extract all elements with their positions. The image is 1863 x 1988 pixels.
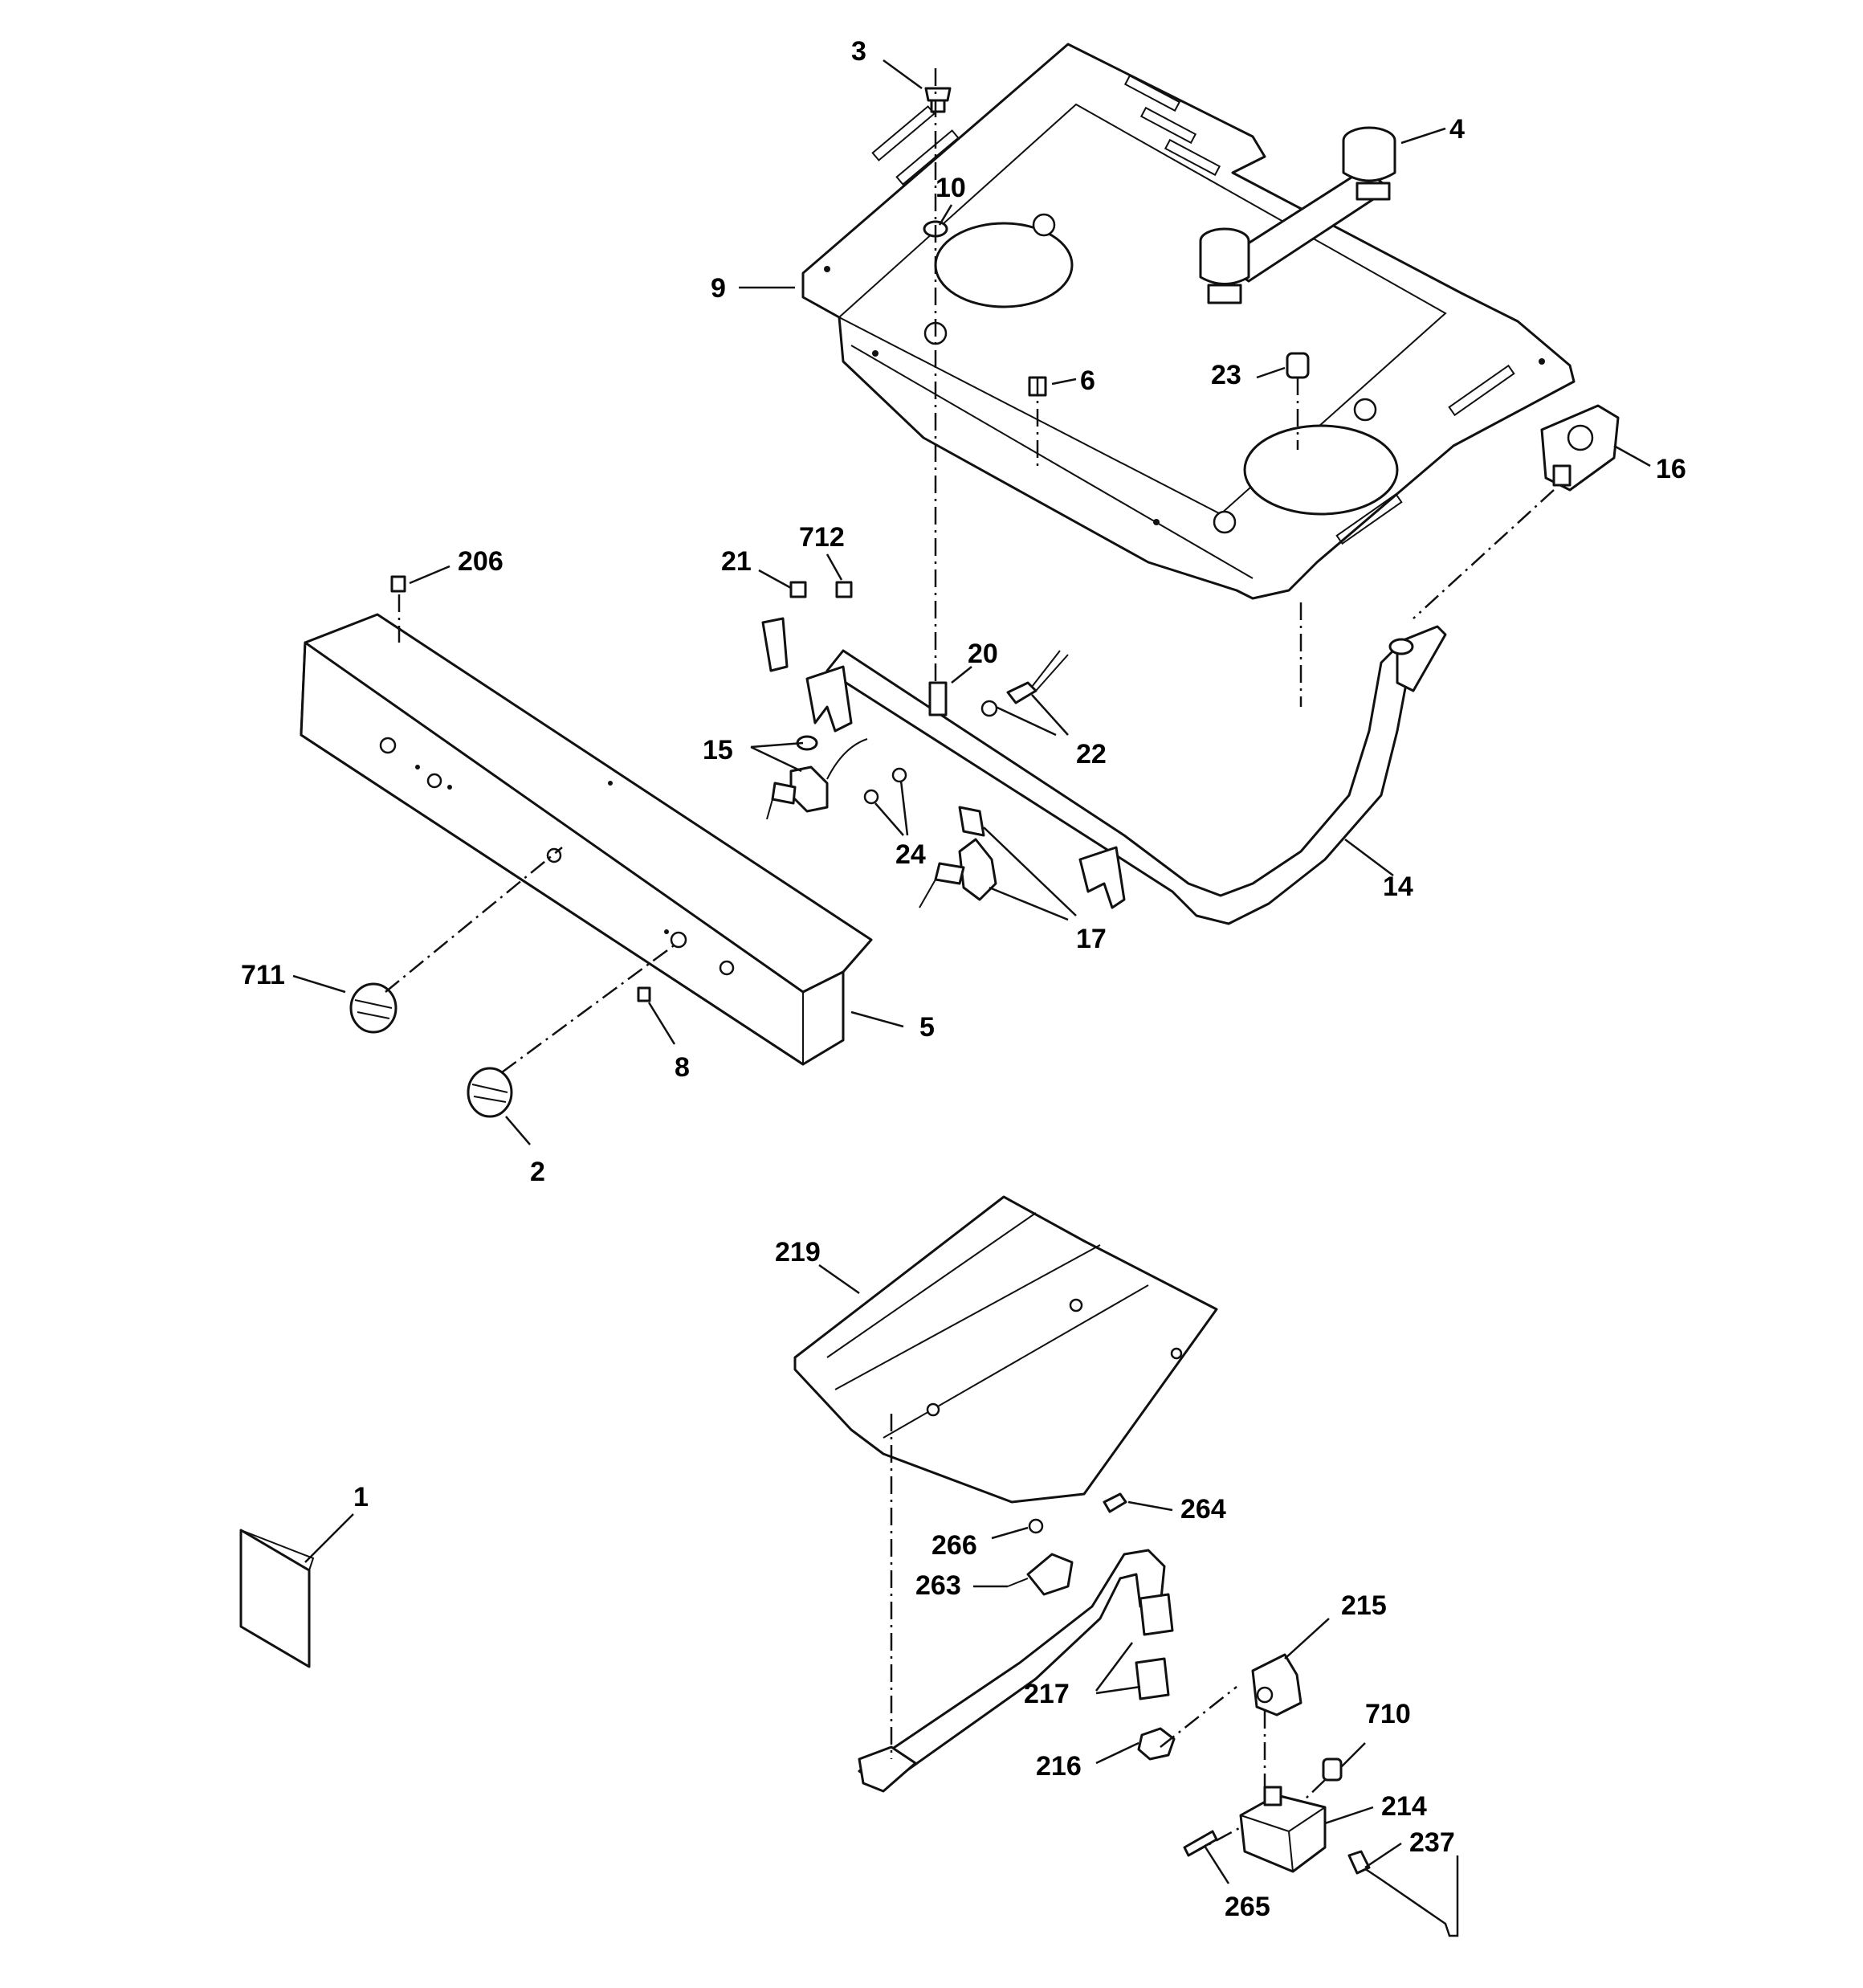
- part-16-bracket: [1540, 404, 1620, 492]
- label-22: 22: [1076, 739, 1107, 769]
- part-710-cap: [1322, 1757, 1343, 1782]
- label-214: 214: [1381, 1791, 1427, 1822]
- part-206-screw: [390, 575, 406, 593]
- label-206: 206: [458, 546, 503, 577]
- part-21-screw: [789, 581, 807, 598]
- part-20-orifice: [928, 681, 948, 716]
- part-219-shield: [793, 1195, 1218, 1504]
- part-263-ignitor: [1007, 1553, 1074, 1596]
- label-4: 4: [1449, 114, 1465, 145]
- label-3: 3: [851, 36, 866, 67]
- part-labels: 3 10 4 9 6 23 16 206 21 712 20 22 15 24 …: [241, 36, 1686, 1922]
- part-266-screw: [1028, 1518, 1044, 1534]
- label-265: 265: [1225, 1892, 1270, 1922]
- label-1: 1: [353, 1482, 369, 1512]
- label-16: 16: [1656, 454, 1686, 484]
- part-23-spacer: [1286, 352, 1310, 379]
- label-264: 264: [1180, 1494, 1226, 1525]
- part-24-screws: [863, 767, 907, 805]
- label-219: 219: [775, 1237, 821, 1268]
- label-10: 10: [936, 173, 966, 203]
- label-23: 23: [1211, 360, 1241, 390]
- part-22-ignitor-wire: [980, 650, 1069, 717]
- part-9-burner-box: [801, 43, 1576, 600]
- assembly-lines: [385, 68, 1555, 1857]
- part-265-orifice: [1183, 1830, 1218, 1857]
- part-237-tube: [1347, 1850, 1459, 1937]
- label-2: 2: [530, 1157, 545, 1187]
- leader-lines: [292, 59, 1651, 1884]
- part-711-knob: [349, 982, 397, 1034]
- label-20: 20: [968, 639, 998, 669]
- part-214-valve: [1239, 1786, 1327, 1873]
- part-264-electrode: [1103, 1492, 1127, 1513]
- label-217: 217: [1024, 1679, 1070, 1709]
- label-710: 710: [1365, 1699, 1411, 1729]
- part-3-screw: [924, 87, 952, 113]
- label-237: 237: [1409, 1827, 1455, 1858]
- label-216: 216: [1036, 1751, 1082, 1782]
- label-6: 6: [1080, 365, 1095, 396]
- label-17: 17: [1076, 924, 1107, 954]
- label-21: 21: [721, 546, 752, 577]
- part-1-envelope: [239, 1529, 315, 1668]
- label-712: 712: [799, 522, 845, 553]
- label-24: 24: [895, 839, 926, 870]
- part-17-valve: [919, 806, 997, 908]
- label-14: 14: [1383, 872, 1413, 902]
- label-711: 711: [241, 960, 285, 990]
- label-8: 8: [675, 1052, 690, 1083]
- part-215-bracket: [1251, 1653, 1302, 1717]
- part-217-burner-tube: [858, 1549, 1174, 1793]
- part-216-nut: [1137, 1727, 1176, 1761]
- part-2-knob: [467, 1067, 513, 1118]
- part-8-screw: [637, 986, 651, 1002]
- part-4-burner-heads: [1199, 126, 1396, 304]
- label-5: 5: [919, 1012, 935, 1043]
- label-263: 263: [915, 1570, 961, 1601]
- label-215: 215: [1341, 1590, 1387, 1621]
- label-15: 15: [703, 735, 733, 765]
- part-14-manifold: [826, 625, 1447, 925]
- label-9: 9: [711, 273, 726, 304]
- part-5-control-panel: [300, 613, 873, 1066]
- label-266: 266: [932, 1530, 977, 1561]
- part-15-valve: [766, 735, 868, 820]
- manifold-brackets: [761, 617, 1126, 909]
- part-712-screw: [835, 581, 853, 598]
